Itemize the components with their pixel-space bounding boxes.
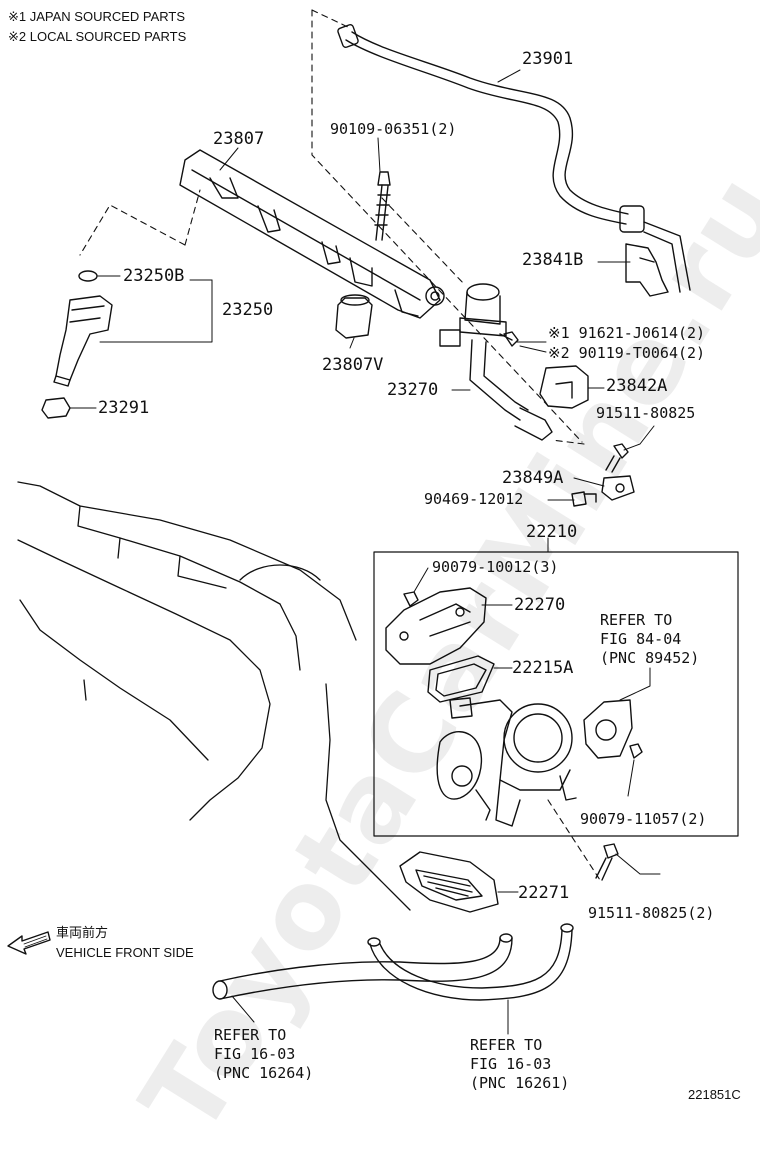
vehicle-front-en: VEHICLE FRONT SIDE bbox=[56, 945, 194, 960]
vacuum-hoses bbox=[212, 923, 574, 1001]
parts-diagram bbox=[7, 9, 739, 1035]
vehicle-front-arrow-icon bbox=[7, 931, 51, 955]
part-label-23807: 23807 bbox=[213, 129, 265, 149]
throttle-position-sensor bbox=[583, 699, 633, 759]
fuel-hose-23901 bbox=[337, 24, 691, 293]
gasket-22271 bbox=[399, 851, 499, 913]
gasket-22215A bbox=[427, 655, 495, 703]
part-label-23291: 23291 bbox=[98, 398, 150, 418]
clip-90469 bbox=[571, 491, 597, 507]
part-label-23841B: 23841B bbox=[522, 250, 584, 270]
part-label-90079-10012: 90079-10012(3) bbox=[432, 558, 559, 576]
part-label-23807V: 23807V bbox=[322, 355, 384, 375]
screw-90079-11057 bbox=[629, 743, 643, 759]
part-label-22271: 22271 bbox=[518, 883, 570, 903]
part-label-22270: 22270 bbox=[514, 595, 566, 615]
screw-90079-10012 bbox=[403, 591, 419, 607]
part-label-23250: 23250 bbox=[222, 300, 274, 320]
part-label-91621: ※1 91621-J0614(2) bbox=[548, 324, 706, 342]
part-label-22210: 22210 bbox=[526, 522, 578, 542]
insulator-23807V bbox=[335, 294, 373, 339]
o-ring-23250B bbox=[78, 270, 98, 282]
vehicle-front-jp: 車両前方 bbox=[56, 925, 109, 940]
note-local-sourced: ※2 LOCAL SOURCED PARTS bbox=[8, 29, 187, 44]
bolt-91511-upper bbox=[605, 443, 629, 473]
part-label-90109: 90109-06351(2) bbox=[330, 120, 457, 138]
part-label-23842A: 23842A bbox=[606, 376, 668, 396]
refer-fig-16-03-pnc-16264[interactable]: REFER TO FIG 16-03 (PNC 16264) bbox=[214, 1026, 314, 1082]
part-label-90469: 90469-12012 bbox=[424, 490, 524, 508]
bracket-23849A bbox=[601, 475, 635, 501]
leader-lines bbox=[69, 69, 661, 1035]
part-label-22215A: 22215A bbox=[512, 658, 574, 678]
refer-fig-16-03-pnc-16261[interactable]: REFER TO FIG 16-03 (PNC 16261) bbox=[470, 1036, 570, 1092]
idle-valve-22270 bbox=[385, 587, 487, 665]
seal-23291 bbox=[41, 397, 71, 419]
pressure-hose-23270 bbox=[439, 283, 553, 441]
part-label-91511-lower: 91511-80825(2) bbox=[588, 904, 715, 922]
part-label-91511-upper: 91511-80825 bbox=[596, 404, 696, 422]
clamp-23842A bbox=[539, 365, 589, 409]
bolt-90109 bbox=[374, 171, 391, 241]
part-label-23901: 23901 bbox=[522, 49, 574, 69]
part-label-90119: ※2 90119-T0064(2) bbox=[548, 344, 706, 362]
intake-manifold bbox=[17, 481, 411, 911]
bolt-91621 bbox=[499, 331, 519, 347]
part-label-23270: 23270 bbox=[387, 380, 439, 400]
note-japan-sourced: ※1 JAPAN SOURCED PARTS bbox=[8, 9, 186, 24]
throttle-body-22210 bbox=[436, 697, 577, 827]
part-label-90079-11057: 90079-11057(2) bbox=[580, 810, 707, 828]
dashed-guide-lines bbox=[79, 9, 601, 881]
figure-id: 221851C bbox=[688, 1087, 741, 1102]
bolt-91511-lower bbox=[595, 843, 619, 881]
refer-fig-84-04[interactable]: REFER TO FIG 84-04 (PNC 89452) bbox=[600, 611, 700, 667]
clamp-23841B bbox=[625, 243, 669, 297]
group-box-22210 bbox=[373, 551, 739, 837]
injector-23250 bbox=[53, 295, 113, 387]
part-label-23849A: 23849A bbox=[502, 468, 564, 488]
part-label-23250B: 23250B bbox=[123, 266, 185, 286]
fuel-rail-23807 bbox=[179, 149, 445, 319]
